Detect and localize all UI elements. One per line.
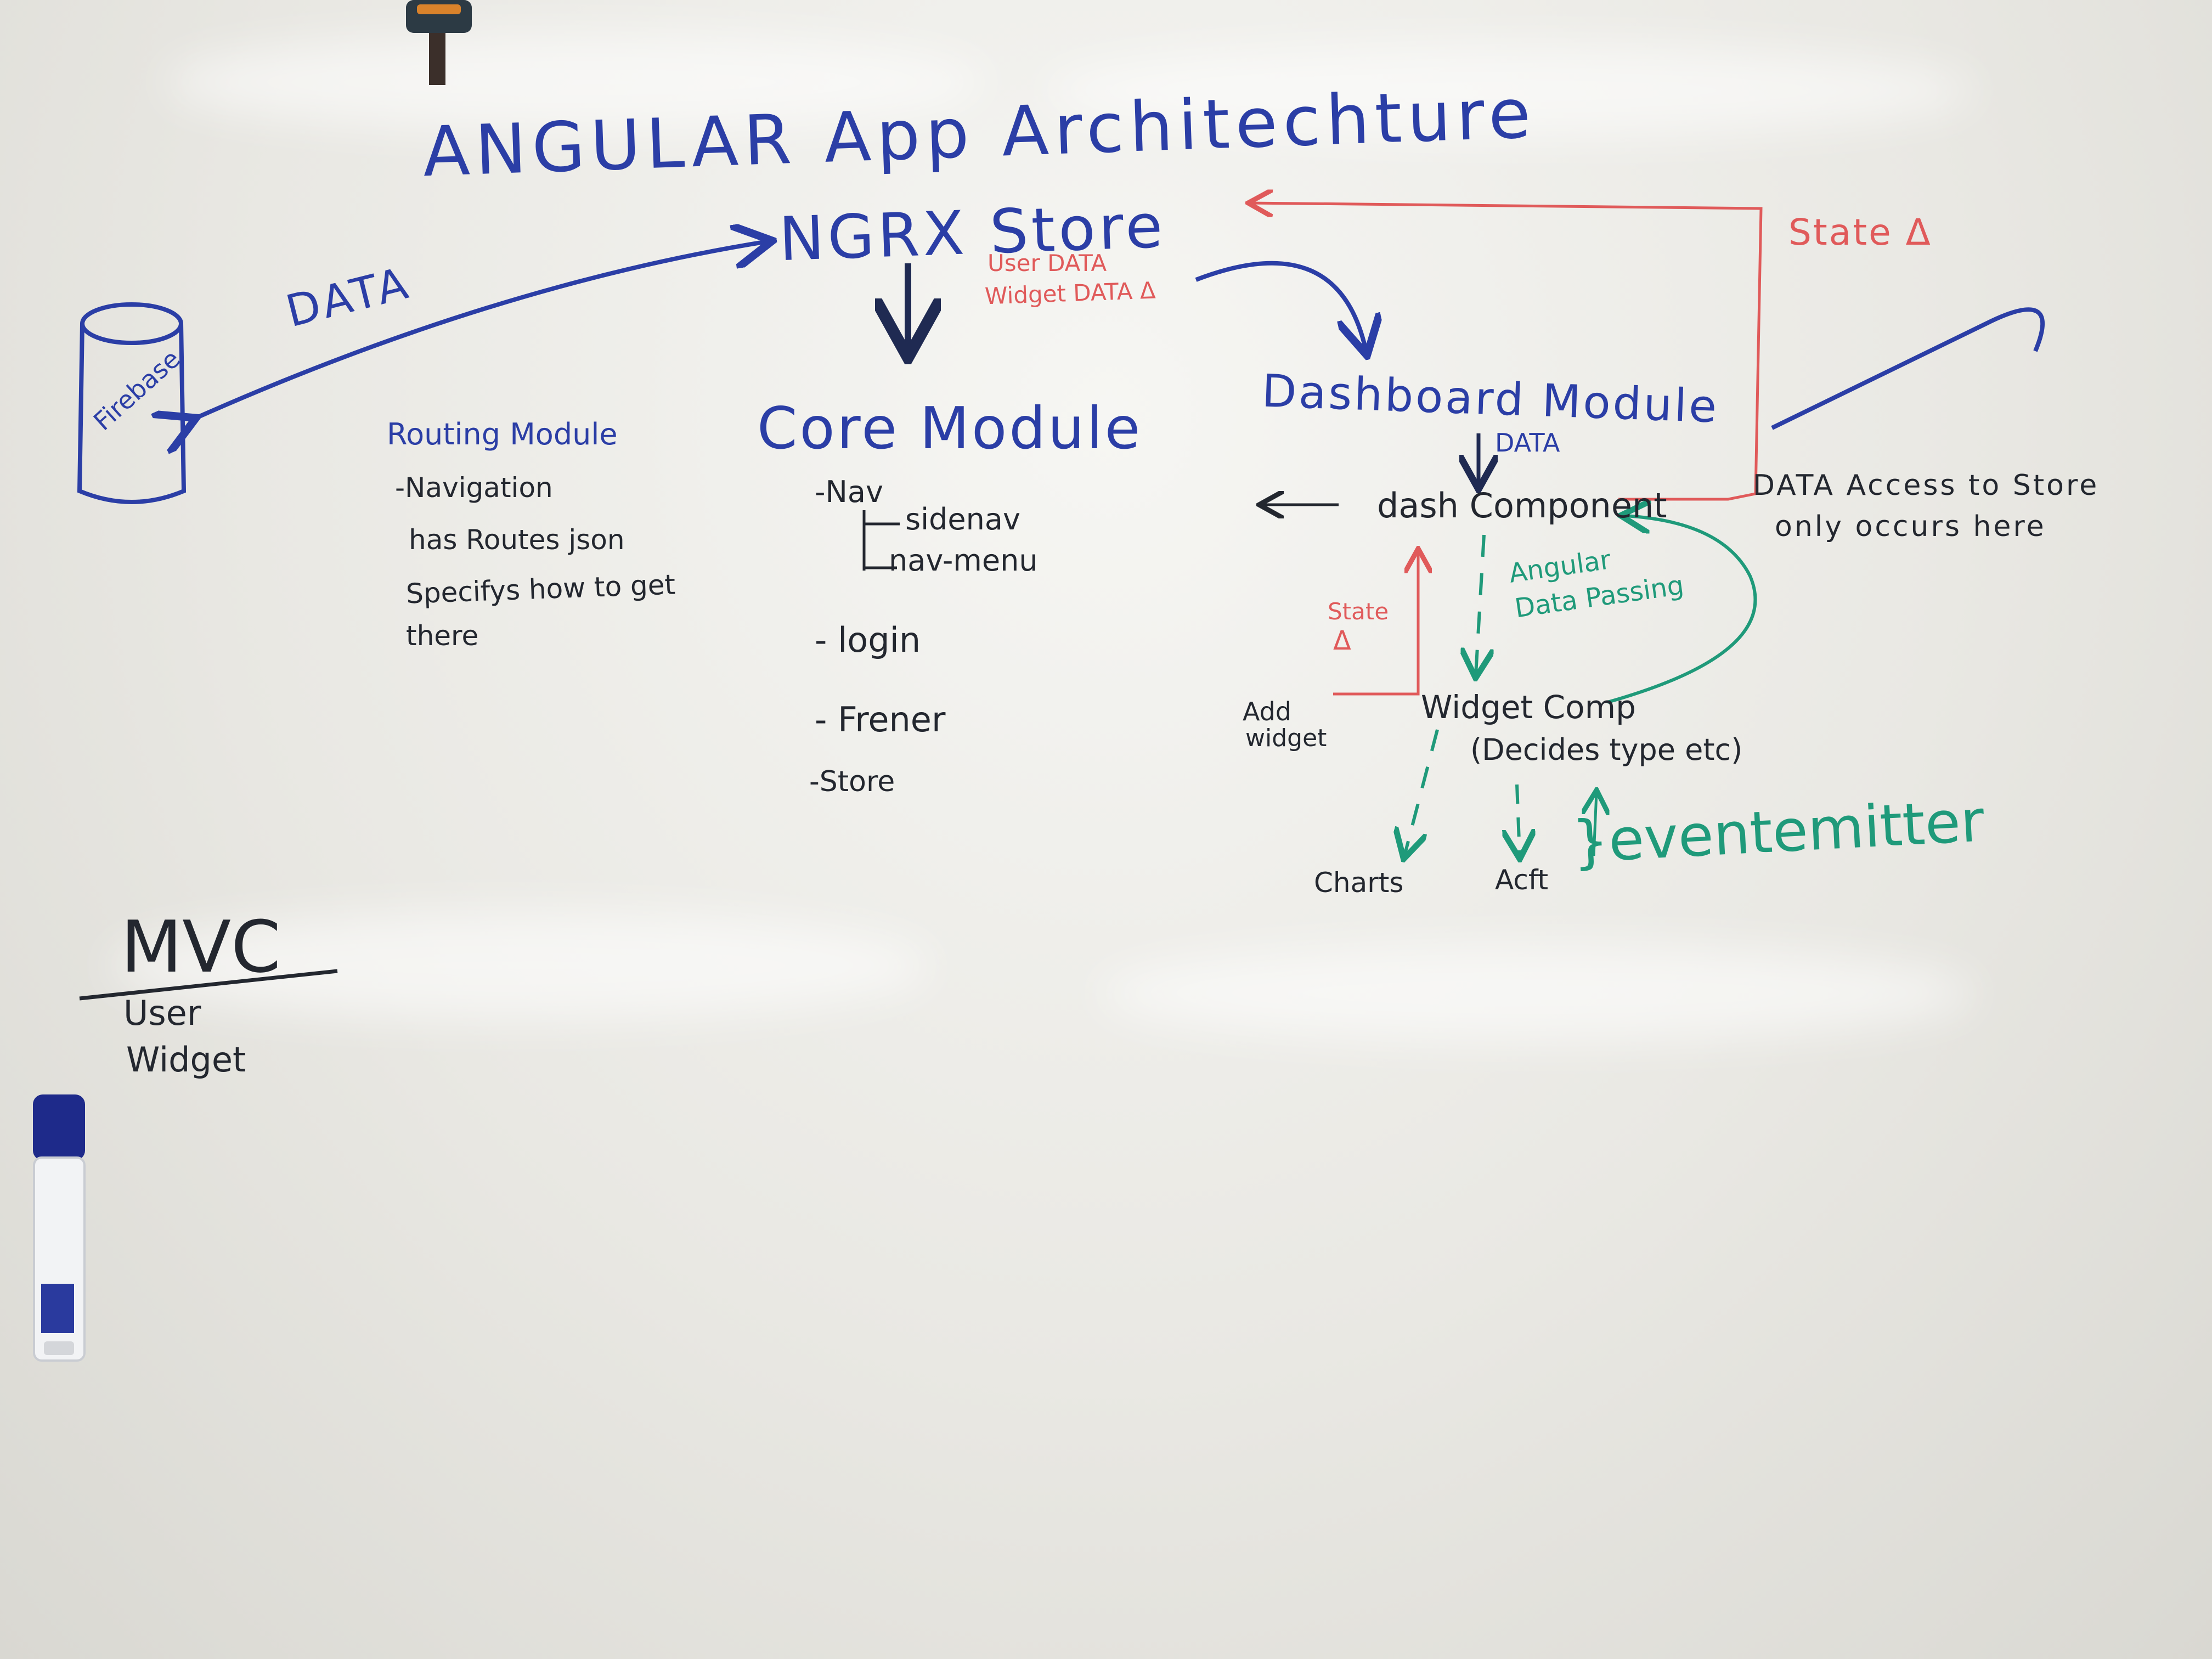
acft-label: Acft [1495,864,1549,896]
mvc-item: Widget [126,1040,246,1080]
routing-module-title: Routing Module [387,417,618,452]
add-widget-label: Add [1243,697,1292,726]
widget-to-charts-arrow [1404,729,1439,856]
light-glare [110,911,933,1020]
store-access-arrow [1771,307,2045,430]
state-delta-label: Δ [1333,625,1351,656]
light-glare [165,33,988,132]
widget-comp-label: Widget Comp [1421,689,1636,726]
store-access-note: DATA Access to Store [1753,469,2100,502]
mvc-underline [79,969,338,1001]
widget-to-acft-arrow [1517,784,1520,856]
angular-data-down-arrow [1476,534,1484,675]
light-glare [1042,44,1975,137]
state-delta-arrow [1333,551,1418,696]
state-loop-arrow [1251,203,1763,501]
routing-line: -Navigation [395,472,553,504]
ngrx-store-label: NGRX Store [777,190,1167,275]
event-emitter-up-arrow [1594,793,1596,856]
core-item: sidenav [905,502,1020,537]
charts-label: Charts [1314,867,1404,899]
routing-line: has Routes json [409,524,625,556]
core-item: nav-menu [889,543,1038,578]
core-item: - login [815,620,921,660]
data-arrow [192,241,768,420]
event-emitter-loop-arrow [1607,516,1757,704]
core-module-title: Core Module [757,395,1143,462]
core-item: -Nav [815,475,883,509]
mvc-item: User [123,993,201,1033]
core-item: - Frener [815,699,946,740]
marker-pen-icon [33,1094,86,1362]
nav-tree-branch [862,510,900,571]
mvc-title: MVC [121,905,281,989]
state-delta-top-label: State Δ [1788,211,1932,253]
magnet-icon [406,0,472,85]
widget-comp-note: (Decides type etc) [1470,732,1743,767]
user-data-label: User DATA [988,250,1107,276]
add-widget-label: widget [1245,724,1327,752]
store-access-note: only occurs here [1775,510,2046,543]
light-glare [1097,944,1975,1042]
routing-line: there [406,620,479,652]
dashboard-data-label: DATA [1495,428,1560,458]
store-to-dashboard-arrow [1195,261,1366,351]
state-delta-label: State [1328,598,1389,625]
dash-component-label: dash Component [1377,486,1667,526]
core-item: -Store [809,765,895,798]
